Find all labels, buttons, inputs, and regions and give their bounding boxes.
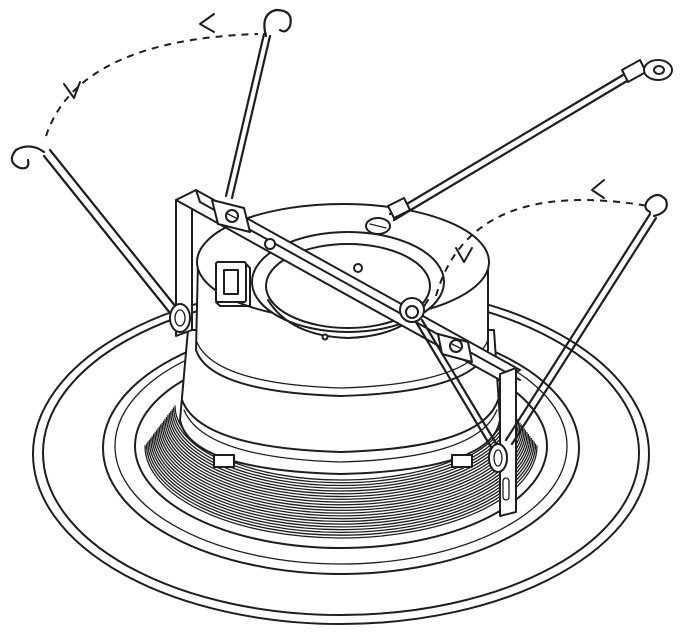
switch <box>215 261 251 307</box>
ring-terminal-hole <box>653 65 665 75</box>
spring-left-upper-arm-2 <box>230 34 272 200</box>
ground-crimp-far <box>621 59 647 83</box>
spring-right-upper-arm <box>504 212 652 442</box>
switch-rocker <box>223 269 239 295</box>
spring-right-lower-arm <box>414 320 496 454</box>
ground-crimp-near <box>387 197 411 219</box>
torsion-spring-left <box>10 8 292 333</box>
housing-clip-left <box>213 454 235 468</box>
ground-wire-line-2 <box>392 76 634 222</box>
ground-screw-slot <box>369 223 387 229</box>
rotation-arrow-left-head-2 <box>199 13 215 33</box>
spring-right-lower-arm-2 <box>420 318 502 452</box>
socket-pin <box>321 333 329 341</box>
spring-left-upper-hook <box>263 8 292 38</box>
spring-left-upper-arm <box>224 32 266 198</box>
torsion-spring-right <box>414 193 668 473</box>
housing-band-line-2 <box>183 409 498 463</box>
spring-left-coil <box>169 303 191 333</box>
spring-right-coil <box>488 443 508 473</box>
spring-left-coil-inner <box>174 309 186 327</box>
bracket-right-slot <box>502 477 510 501</box>
spring-right-upper-hook <box>644 193 668 218</box>
rotation-arrow-right-path <box>435 199 649 297</box>
spring-right-upper-arm-2 <box>510 216 658 446</box>
bracket-right-screw-slot <box>451 343 461 349</box>
rotation-arrow-left-head-1 <box>63 81 81 99</box>
rotation-arrow-left-path <box>45 33 259 137</box>
bracket-center-screw <box>264 238 276 250</box>
rotation-arrow-right <box>435 179 649 297</box>
housing-clip-right <box>451 454 473 468</box>
spring-right-coil-inner <box>493 449 503 467</box>
rotation-arrow-right-head-1 <box>455 247 473 263</box>
spring-left-lower-arm-2 <box>48 148 182 314</box>
spring-eyelet-hole <box>405 305 419 319</box>
ground-wire-line <box>388 70 630 216</box>
rotation-arrow-left <box>45 13 259 137</box>
socket-collar-inner <box>265 243 431 329</box>
switch-depth <box>215 263 251 307</box>
top-screw <box>353 263 363 273</box>
spring-left-lower-hook <box>10 145 46 170</box>
bracket-left-screw-slot <box>227 213 237 219</box>
housing-band-line <box>181 399 499 453</box>
rotation-arrow-right-head-2 <box>591 179 605 199</box>
ground-wire <box>365 59 673 235</box>
spring-left-lower-arm <box>42 154 176 320</box>
